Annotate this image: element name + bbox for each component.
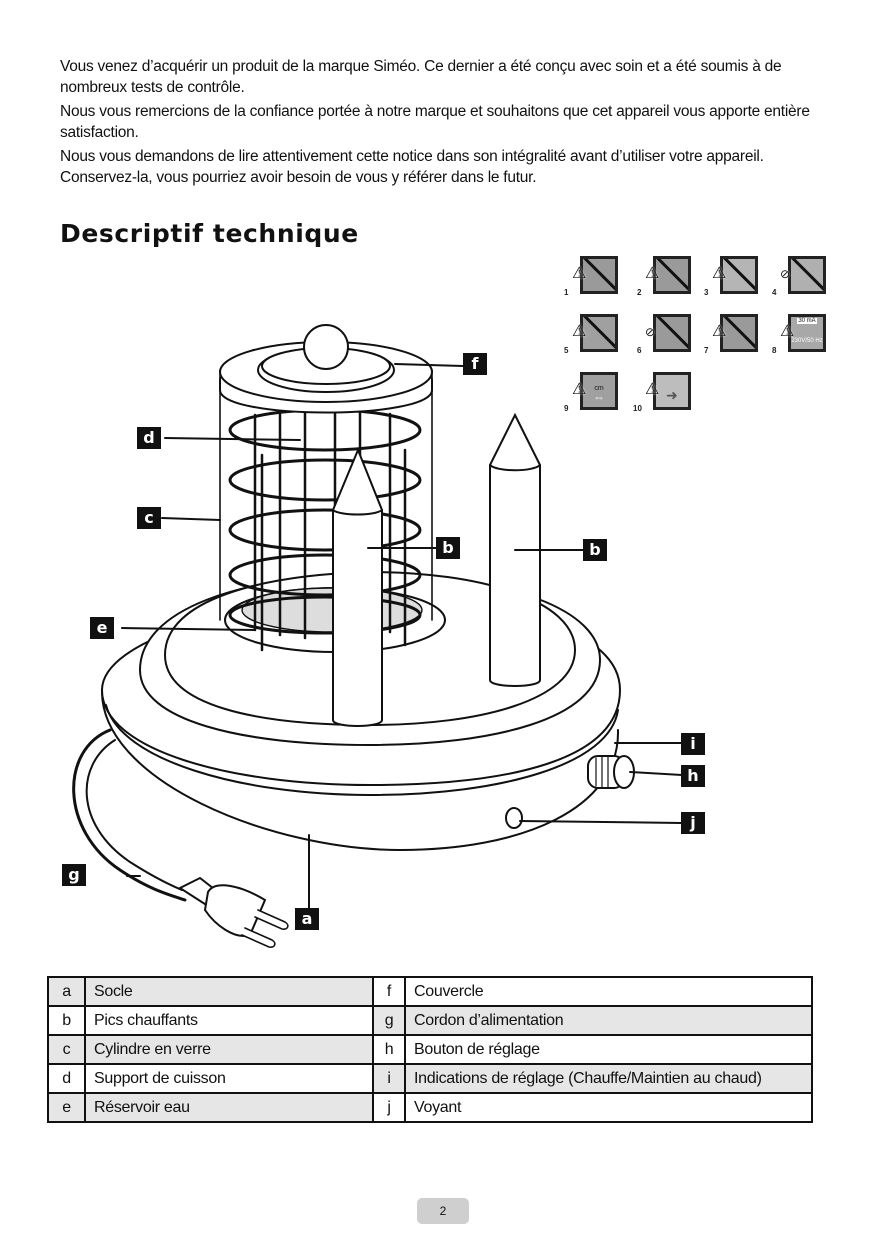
callout-g: g xyxy=(62,864,86,886)
no-water-immersion-icon: ⚠5 xyxy=(564,312,618,356)
unplug-icon: ➜ ⚠10 xyxy=(633,370,691,414)
appliance-diagram: f d c b b e i h j g a xyxy=(40,310,760,960)
callout-h: h xyxy=(681,765,705,787)
appliance-drawing xyxy=(72,324,683,948)
plug xyxy=(177,876,289,948)
parts-table: a Socle f Couvercle b Pics chauffants g … xyxy=(47,976,813,1123)
table-row: c Cylindre en verre h Bouton de réglage xyxy=(47,1034,813,1065)
no-cover-icon: ⚠1 xyxy=(564,254,618,298)
part-label: Indications de réglage (Chauffe/Maintien… xyxy=(404,1063,813,1094)
table-row: b Pics chauffants g Cordon d’alimentatio… xyxy=(47,1005,813,1036)
callout-c: c xyxy=(137,507,161,529)
table-row: a Socle f Couvercle xyxy=(47,976,813,1007)
part-key: f xyxy=(372,976,406,1007)
indicator-light xyxy=(505,807,523,829)
lid xyxy=(219,324,433,414)
part-label: Réservoir eau xyxy=(84,1092,374,1123)
callout-j: j xyxy=(681,812,705,834)
glass-cylinder xyxy=(219,369,433,621)
part-key: a xyxy=(47,976,86,1007)
no-repair-icon: ⊘6 xyxy=(637,312,691,356)
part-label: Cordon d’alimentation xyxy=(404,1005,813,1036)
part-label: Support de cuisson xyxy=(84,1063,374,1094)
clearance-distance-icon: cm ⇔ ⚠9 xyxy=(564,370,618,414)
table-row: d Support de cuisson i Indications de ré… xyxy=(47,1063,813,1094)
electrical-requirements-icon: 30 mA 230V/50 Hz ⚠8 xyxy=(772,312,826,356)
intro-paragraph: Vous venez d’acquérir un produit de la m… xyxy=(60,58,782,96)
no-immerse-plug-icon: ⚠2 xyxy=(637,254,691,298)
intro-paragraph: Nous vous demandons de lire attentivemen… xyxy=(60,148,764,186)
keep-away-children-icon: ⊘4 xyxy=(772,254,826,298)
callout-b: b xyxy=(583,539,607,561)
callout-a: a xyxy=(295,908,319,930)
intro-paragraph: Nous vous remercions de la confiance por… xyxy=(60,103,810,141)
part-key: b xyxy=(47,1005,86,1036)
callout-i: i xyxy=(681,733,705,755)
hot-surface-icon: ⚠3 xyxy=(704,254,758,298)
part-key: e xyxy=(47,1092,86,1123)
part-label: Pics chauffants xyxy=(84,1005,374,1036)
part-key: g xyxy=(372,1005,406,1036)
part-label: Voyant xyxy=(404,1092,813,1123)
callout-b: b xyxy=(436,537,460,559)
intro-text: Vous venez d’acquérir un produit de la m… xyxy=(60,56,835,191)
section-title: Descriptif technique xyxy=(60,219,359,248)
callout-d: d xyxy=(137,427,161,449)
table-row: e Réservoir eau j Voyant xyxy=(47,1092,813,1123)
warning-pictograms: ⚠1 ⚠2 ⚠3 ⊘4 ⚠5 ⊘6 ⚠7 30 mA 230V/50 Hz ⚠8… xyxy=(560,252,850,432)
part-key: h xyxy=(372,1034,406,1065)
part-key: c xyxy=(47,1034,86,1065)
no-sharp-objects-icon: ⚠7 xyxy=(704,312,758,356)
heating-spike-left xyxy=(332,447,383,727)
control-knob xyxy=(587,755,635,789)
callout-f: f xyxy=(463,353,487,375)
part-key: d xyxy=(47,1063,86,1094)
part-key: i xyxy=(372,1063,406,1094)
part-key: j xyxy=(372,1092,406,1123)
power-cord xyxy=(72,728,187,902)
page-number: 2 xyxy=(417,1198,469,1224)
callout-e: e xyxy=(90,617,114,639)
part-label: Couvercle xyxy=(404,976,813,1007)
part-label: Bouton de réglage xyxy=(404,1034,813,1065)
part-label: Cylindre en verre xyxy=(84,1034,374,1065)
part-label: Socle xyxy=(84,976,374,1007)
